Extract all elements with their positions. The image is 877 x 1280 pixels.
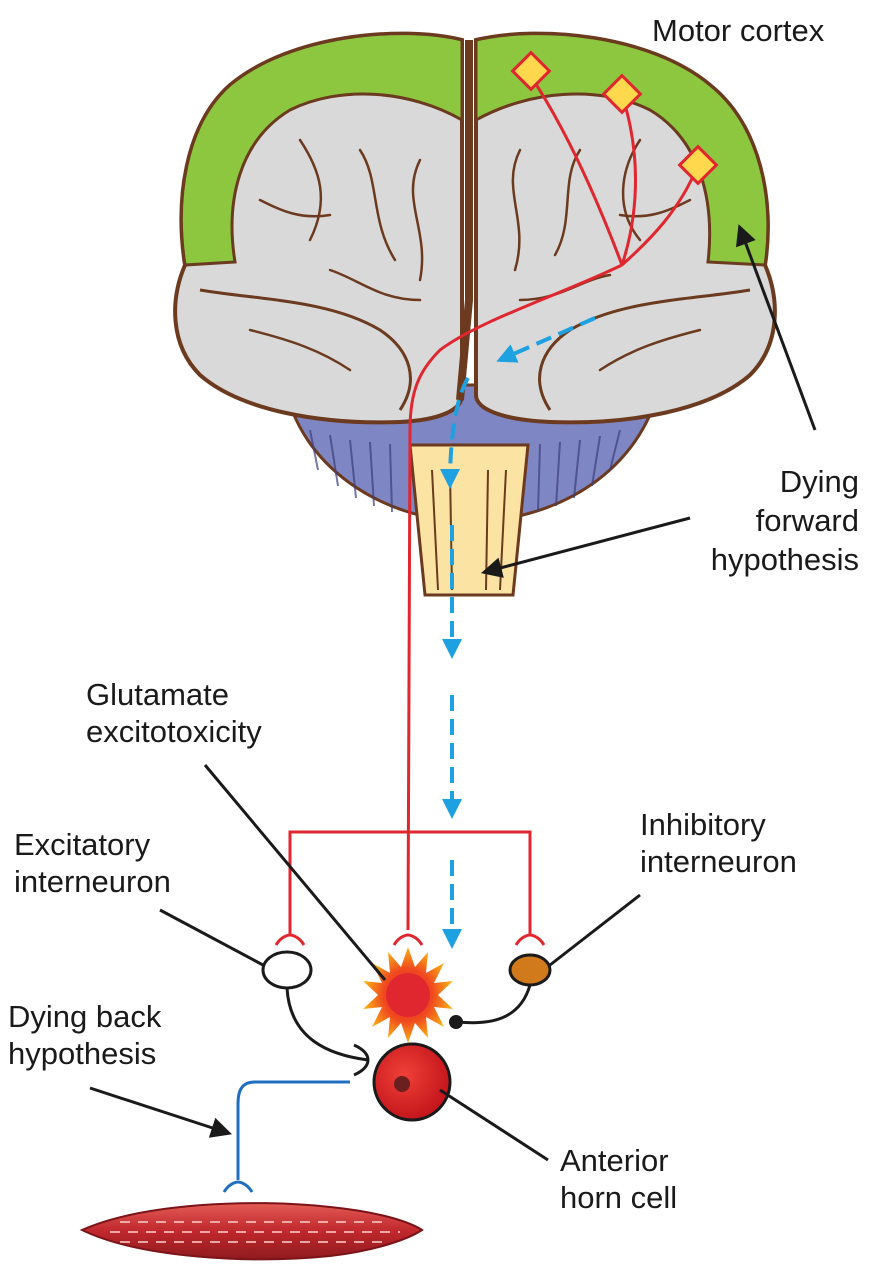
anterior-horn-cell-nucleus xyxy=(394,1076,410,1092)
brain xyxy=(173,31,777,597)
muscle xyxy=(79,1202,424,1261)
glutamate-burst xyxy=(363,947,453,1043)
label-dying-back-line1: Dying back xyxy=(8,999,162,1034)
inhibitory-synapse xyxy=(449,1015,463,1029)
label-dying-back-line2: hypothesis xyxy=(8,1036,157,1071)
label-dying-forward-line1: Dying xyxy=(779,464,859,499)
label-excitatory-interneuron: Excitatory interneuron xyxy=(14,826,171,900)
upper-motor-neuron-tracts xyxy=(406,74,700,931)
cortical-neuron-2 xyxy=(601,73,643,115)
label-glutamate-line1: Glutamate xyxy=(86,677,230,712)
label-glutamate-excitotoxicity: Glutamate excitotoxicity xyxy=(86,676,262,750)
lower-motor-neuron-axon xyxy=(236,1080,350,1180)
interneuron-branches xyxy=(288,830,532,935)
anterior-horn-cell-body xyxy=(372,1042,452,1122)
pointer-motor-cortex xyxy=(736,224,817,431)
label-anterior-line2: horn cell xyxy=(560,1180,678,1215)
label-anterior-horn-cell: Anterior horn cell xyxy=(560,1142,677,1216)
pointer-excitatory xyxy=(159,908,264,967)
neuromuscular-junction xyxy=(222,1180,254,1193)
pointer-dying-forward xyxy=(480,516,691,578)
pointer-anterior-horn xyxy=(439,1088,549,1162)
motor-cortex-left xyxy=(180,32,464,267)
label-glutamate-line2: excitotoxicity xyxy=(86,714,262,749)
label-pointers xyxy=(89,224,817,1162)
cortical-neuron-3 xyxy=(677,144,719,186)
label-excitatory-line2: interneuron xyxy=(14,864,171,899)
motor-cortex-neurons xyxy=(510,50,719,186)
label-dying-forward-hypothesis: Dying forward hypothesis xyxy=(711,462,859,579)
pointer-dying-back xyxy=(89,1086,232,1138)
label-inhibitory-line2: interneuron xyxy=(640,844,797,879)
excitatory-interneuron-cell xyxy=(261,950,313,990)
temporal-lobe-left xyxy=(199,288,412,411)
label-motor-cortex: Motor cortex xyxy=(652,13,825,48)
label-dying-forward-line3: hypothesis xyxy=(710,542,859,577)
cerebellum-folia xyxy=(309,429,621,513)
synaptic-terminals xyxy=(274,933,546,946)
label-inhibitory-interneuron: Inhibitory interneuron xyxy=(640,806,797,880)
label-dying-forward-line2: forward xyxy=(755,503,859,538)
pointer-glutamate xyxy=(203,764,387,981)
label-excitatory-line1: Excitatory xyxy=(14,827,151,862)
cortical-neuron-1 xyxy=(510,50,552,92)
longitudinal-fissure xyxy=(456,40,473,401)
dying-forward-arrows xyxy=(440,316,596,949)
label-inhibitory-line1: Inhibitory xyxy=(640,807,766,842)
motor-cortex-right xyxy=(474,32,770,267)
brainstem xyxy=(408,443,530,597)
label-anterior-line1: Anterior xyxy=(560,1143,669,1178)
interneuron-axons xyxy=(285,984,532,1077)
label-dying-back-hypothesis: Dying back hypothesis xyxy=(8,998,161,1072)
temporal-lobe-right xyxy=(538,288,751,411)
pointer-inhibitory xyxy=(549,893,641,967)
inhibitory-interneuron-cell xyxy=(508,953,552,987)
